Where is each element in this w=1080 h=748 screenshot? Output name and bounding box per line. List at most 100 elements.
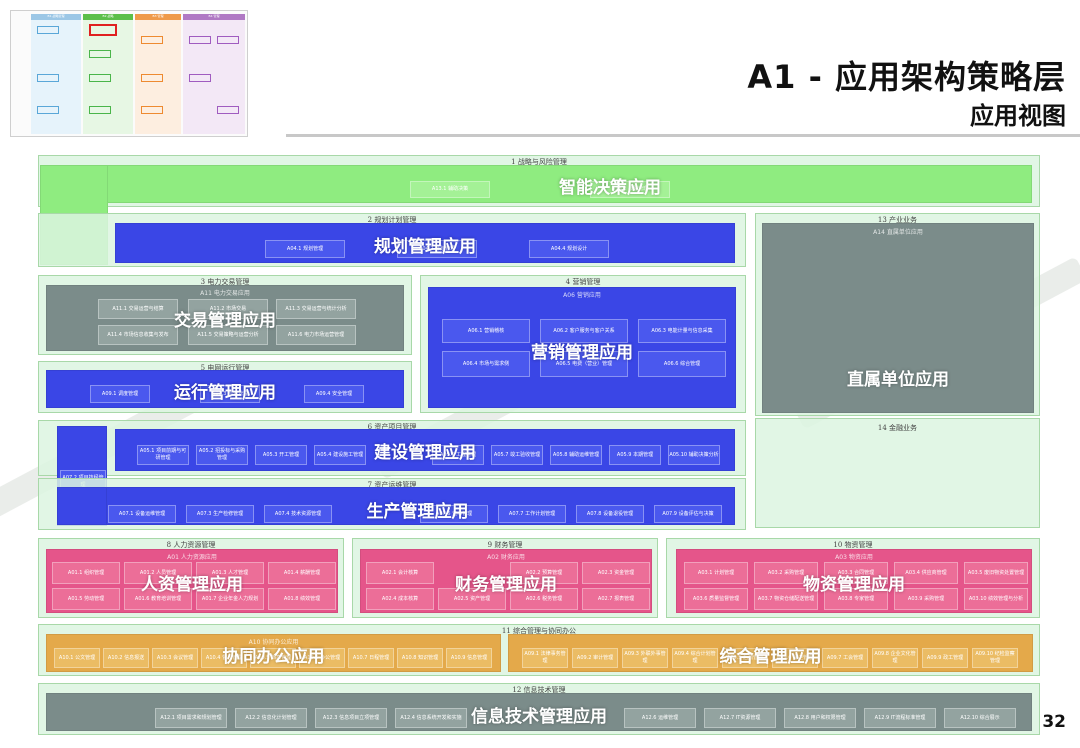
chip: A05.6 工程管理	[432, 445, 484, 465]
chip: A12.2 信息化计划管理	[235, 708, 307, 728]
domain-caption: 9 财务管理	[487, 541, 523, 549]
app-label-it: 信息技术管理应用	[471, 707, 607, 727]
page-subtitle: 应用视图	[970, 102, 1066, 130]
chip: A11.6 电力市场运营管理	[276, 325, 356, 345]
chip: A12.3 信息项目立项管理	[315, 708, 387, 728]
chip: A05.2 招投标与采购管理	[196, 445, 248, 465]
chip: A02.2 预算管理	[510, 562, 578, 584]
chip: A11.1 交易运营与结算	[98, 299, 178, 319]
app-label-hr: 人资管理应用	[141, 575, 243, 595]
app-label-intelligent-decision: 智能决策应用	[559, 178, 661, 198]
chip: A06.3 电能计量与信息采集	[638, 319, 726, 343]
page-title: A1 - 应用架构策略层	[747, 58, 1066, 96]
domain-caption: 10 物资管理	[833, 541, 873, 549]
chip: A01.6 教育培训管理	[124, 588, 192, 610]
chip: A09.5 后勤管理	[722, 648, 768, 668]
chip: A10.6 办公管理	[299, 648, 345, 668]
chip: A03.6 质量监督管理	[684, 588, 748, 610]
thumbnail-box	[189, 74, 211, 82]
chip: A02.6 税务管理	[510, 588, 578, 610]
chip: A09.1 法律事务管理	[522, 648, 568, 668]
chip: A01.1 组织管理	[52, 562, 120, 584]
domain-finance-business: 14 金融业务	[755, 418, 1040, 528]
app-label-direct-units: 直属单位应用	[847, 370, 949, 390]
chip: A12.10 综合展示	[944, 708, 1016, 728]
chip: A05.10 辅助决策分析	[668, 445, 720, 465]
domain-caption: 2 规划计划管理	[367, 216, 417, 224]
thumbnail-box	[37, 106, 59, 114]
thumbnail-column: B2 战略	[83, 14, 133, 134]
thumbnail-box	[89, 50, 111, 58]
chip: A03.1 计划管理	[684, 562, 748, 584]
domain-caption: 8 人力资源管理	[166, 541, 216, 549]
app-label-construction: 建设管理应用	[374, 443, 476, 463]
chip: A01.5 劳动管理	[52, 588, 120, 610]
domain-caption: 7 资产运维管理	[367, 481, 417, 489]
chip: A10.7 日程管理	[348, 648, 394, 668]
chip: A12.4 信息系统开发和实施	[395, 708, 467, 728]
thumbnail-box	[141, 106, 163, 114]
thumbnail-box	[89, 74, 111, 82]
direct-units-app-block[interactable]: A14 直属单位应用	[762, 223, 1034, 413]
chip: A05.3 开工管理	[255, 445, 307, 465]
chip: A03.4 供应商管理	[894, 562, 958, 584]
chip: A13.1 辅助决策	[410, 181, 490, 198]
chip: A07.9 设备评估与决策	[654, 505, 722, 523]
chip: A12.9 IT流程标准管理	[864, 708, 936, 728]
app-label-trading: 交易管理应用	[174, 311, 276, 331]
chip: A09.4 安全管理	[304, 385, 364, 403]
thumbnail-box	[89, 106, 111, 114]
domain-caption: 3 电力交易管理	[200, 278, 250, 286]
app-sub-label: A02 财务应用	[487, 554, 525, 561]
chip: A06.5 电费（营业）管理	[540, 351, 628, 377]
chip: A11.2 市场交易	[188, 299, 268, 319]
app-sub-label: A06 营销应用	[563, 292, 601, 299]
chip: A01.8 绩效管理	[268, 588, 336, 610]
chip: A04.4 规划设计	[529, 240, 609, 258]
chip: A01.4 薪酬管理	[268, 562, 336, 584]
chip: A05.8 辅助运维管理	[550, 445, 602, 465]
app-label-production: 生产管理应用	[366, 502, 469, 522]
chip: A10.9 信息管理	[446, 648, 492, 668]
thumbnail-box	[217, 36, 239, 44]
app-sub-label: A01 人力资源应用	[167, 554, 217, 561]
chip: A09.4 综合计划管理	[672, 648, 718, 668]
chip: A09.8 企业文化管理	[872, 648, 918, 668]
chip: A12.6 运维管理	[624, 708, 696, 728]
chip: A10.3 会议管理	[152, 648, 198, 668]
chip: A05.1 项目前期与可研管理	[137, 445, 189, 465]
thumbnail-box	[141, 74, 163, 82]
chip: A03.3 合同管理	[824, 562, 888, 584]
thumbnail-column-header: B3 管理	[135, 14, 181, 20]
chip: A03.7 物资仓储配送管理	[754, 588, 818, 610]
chip: A03.2 采购管理	[754, 562, 818, 584]
domain-caption: 13 产业业务	[877, 216, 918, 224]
chip: A03.8 专家管理	[824, 588, 888, 610]
app-label-marketing: 营销管理应用	[531, 343, 633, 363]
app-label-collaboration: 协同办公应用	[222, 647, 325, 667]
marketing-app-block[interactable]: A06 营销应用	[428, 287, 736, 408]
chip: A11.5 交易策略与运营分析	[188, 325, 268, 345]
app-label-operation: 运行管理应用	[174, 383, 276, 403]
chip: A06.4 市场与需求侧	[442, 351, 530, 377]
domain-caption: 14 金融业务	[877, 424, 918, 432]
chip: A10.5 档案管理	[250, 648, 296, 668]
chip: A07.4 技术资源管理	[264, 505, 332, 523]
thumbnail-column-header: B2 战略	[83, 14, 133, 20]
chip: A05.7 竣工验收管理	[491, 445, 543, 465]
app-sub-label: A11 电力交易应用	[200, 290, 250, 297]
chip: A09.10 纪检监察管理	[972, 648, 1018, 668]
intelligent-decision-block[interactable]	[40, 165, 1032, 203]
app-sub-label: A10 协同办公应用	[248, 639, 299, 646]
chip: A12.8 用户和权限管理	[784, 708, 856, 728]
app-label-comprehensive: 综合管理应用	[719, 647, 822, 667]
chip: A01.3 人才管理	[196, 562, 264, 584]
chip: A12.1 项目需求和规划管理	[155, 708, 227, 728]
chip: A03.9 采购管理	[894, 588, 958, 610]
chip: A09.3 外联外事管理	[622, 648, 668, 668]
chip: A10.4 督办管理	[201, 648, 247, 668]
chip: A13.2 战略管理	[590, 181, 670, 198]
chip: A01.2 人员管理	[124, 562, 192, 584]
chip: A07.8 设备退役管理	[576, 505, 644, 523]
chip: A09.3 检修管理	[200, 385, 260, 403]
